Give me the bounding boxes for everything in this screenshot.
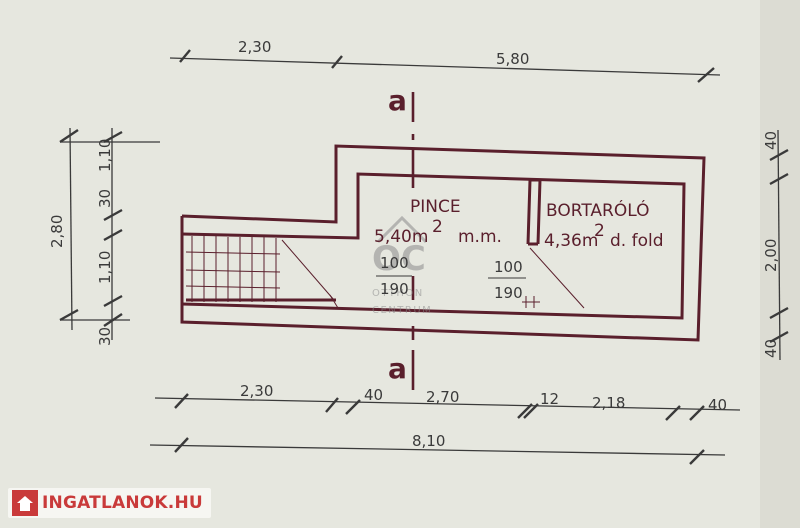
room-bortarolo-suffix: d. fold — [610, 231, 664, 251]
dim-bottom-d: 12 — [540, 390, 559, 408]
room-pince-name: PINCE — [410, 197, 461, 217]
watermark-line2: CENTRUM — [372, 305, 432, 316]
room-pince-suffix: m.m. — [458, 227, 502, 247]
room-bortarolo-door-width: 100 — [494, 258, 523, 276]
room-pince-area-sup: 2 — [432, 217, 443, 237]
dim-right-top: 40 — [762, 131, 780, 150]
dim-left-upper: 1,10 — [96, 139, 114, 172]
house-icon — [12, 490, 38, 516]
watermark-mark: OC — [372, 239, 426, 279]
watermark-line1: OTTHON — [372, 288, 424, 299]
dim-bottom-a: 2,30 — [240, 382, 273, 400]
stairs — [185, 236, 281, 302]
room-bortarolo-area-sup: 2 — [594, 221, 605, 241]
watermark-roof-icon — [376, 215, 428, 244]
section-label-top: a — [388, 84, 407, 117]
dim-top-right: 5,80 — [496, 50, 529, 68]
room-bortarolo-door-height: 190 — [494, 284, 523, 302]
walls — [180, 144, 706, 342]
dim-left-bottom: 30 — [96, 327, 114, 346]
door-swings — [281, 239, 585, 309]
dim-left-gap: 30 — [96, 189, 114, 208]
dim-bottom-f: 40 — [708, 396, 727, 414]
dimension-lines — [59, 49, 789, 465]
paper-fold — [760, 0, 800, 528]
room-bortarolo-area: 4,36m — [544, 231, 598, 251]
dim-bottom-total: 8,10 — [412, 432, 445, 450]
ingatlanok-logo[interactable]: INGATLANOK.HU — [8, 488, 211, 518]
dim-right-bottom: 40 — [762, 339, 780, 358]
room-pince-door-height: 190 — [380, 280, 409, 298]
logo-text: INGATLANOK.HU — [42, 493, 203, 513]
dim-bottom-c: 2,70 — [426, 388, 459, 406]
dim-top-left: 2,30 — [238, 38, 271, 56]
section-label-bottom: a — [388, 352, 407, 385]
dim-bottom-b: 40 — [364, 386, 383, 404]
room-pince-area: 5,40m — [374, 227, 428, 247]
room-pince-door-width: 100 — [380, 254, 409, 272]
dim-left-total: 2,80 — [48, 215, 66, 248]
dim-bottom-e: 2,18 — [592, 394, 625, 412]
room-bortarolo-name: BORTARÓLÓ — [546, 199, 649, 221]
dim-right-mid: 2,00 — [762, 239, 780, 272]
watermark: OC OTTHON CENTRUM — [372, 215, 432, 316]
dim-left-mid: 1,10 — [96, 251, 114, 284]
